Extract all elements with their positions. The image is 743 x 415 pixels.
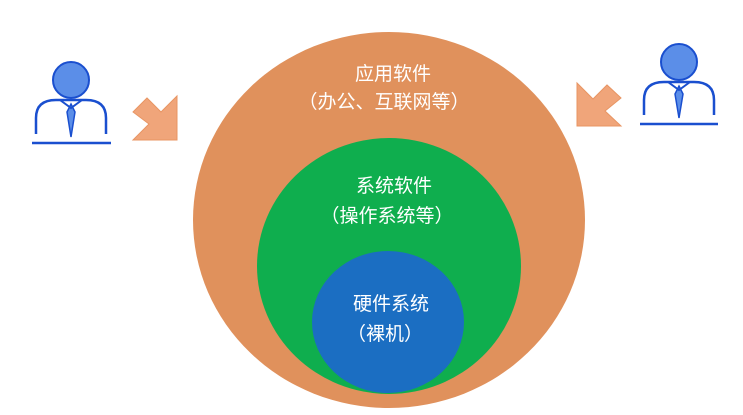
arrow-icon <box>131 94 178 141</box>
arrow-icon <box>576 81 623 127</box>
system-software-title: 系统软件 <box>356 175 432 197</box>
hardware-subtitle: （裸机） <box>347 323 423 345</box>
right-user-icon <box>640 43 718 126</box>
user-tie-icon <box>674 84 684 119</box>
user-tie-icon <box>66 102 76 138</box>
user-head-icon <box>52 61 90 99</box>
right-arrow-icon <box>576 81 623 127</box>
hardware-title: 硬件系统 <box>353 293 429 315</box>
left-arrow-icon <box>131 94 178 141</box>
user-head-icon <box>660 43 698 81</box>
hardware-layer: 硬件系统 （裸机） <box>312 251 464 393</box>
hardware-circle <box>312 251 464 393</box>
left-user-icon <box>32 61 111 145</box>
system-software-subtitle: （操作系统等） <box>320 205 453 227</box>
user-collar-icon <box>59 99 83 110</box>
application-software-title: 应用软件 <box>355 63 431 85</box>
application-software-subtitle: （办公、互联网等） <box>298 91 469 113</box>
user-collar-icon <box>667 81 691 92</box>
